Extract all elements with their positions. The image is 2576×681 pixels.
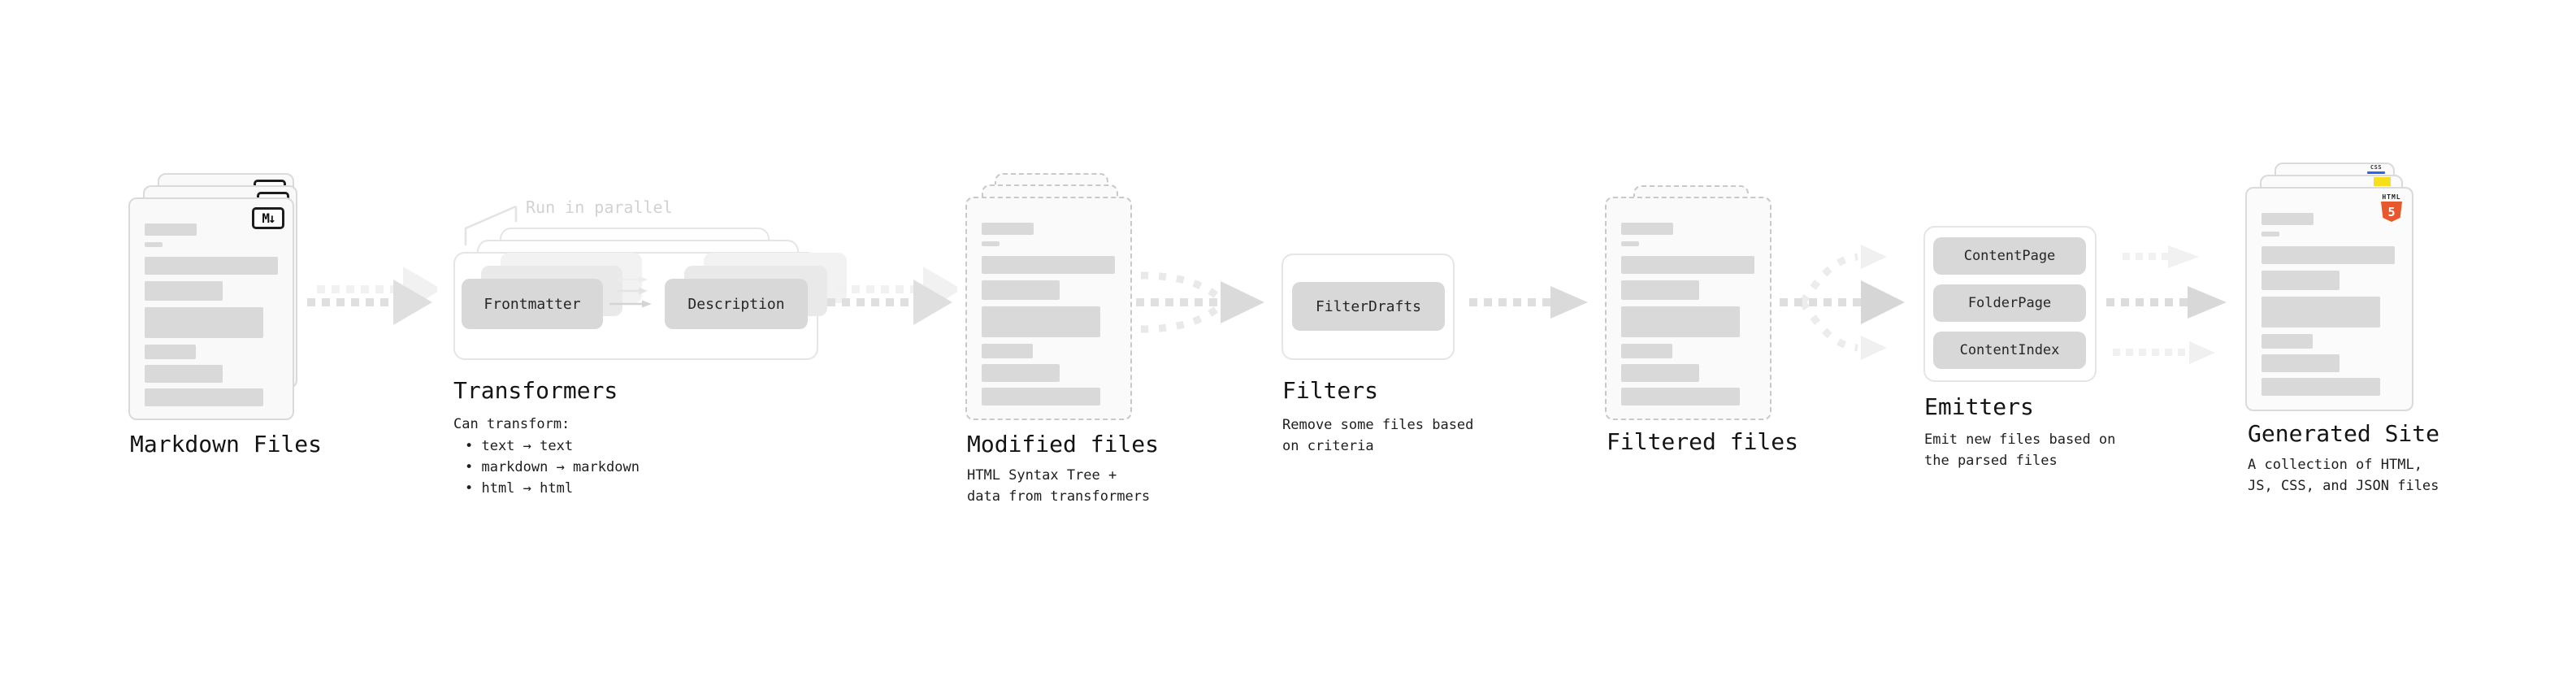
js-badge [2374, 177, 2391, 186]
description-transformer-pill: Description [665, 279, 808, 329]
transform-bullet: • markdown → markdown [465, 459, 640, 475]
css-badge-label: CSS [2370, 164, 2383, 171]
arrow-filters-to-filtered [1469, 286, 1588, 319]
text-line-placeholder [982, 364, 1060, 382]
generated-site-subtitle: A collection of HTML, JS, CSS, and JSON … [2248, 454, 2439, 497]
stage-title-transformers: Transformers [453, 377, 618, 404]
transformers-note-heading: Can transform: [453, 416, 570, 432]
arrow-markdown-to-transformers [307, 267, 437, 325]
markdown-icon: M↓ [252, 207, 284, 229]
subtitle-line: on criteria [1282, 438, 1374, 454]
html5-icon-shield: 5 [2381, 202, 2402, 222]
text-line-placeholder [145, 365, 223, 383]
text-line-placeholder [2262, 271, 2340, 290]
subtitle-line: JS, CSS, and JSON files [2248, 478, 2439, 494]
text-line-placeholder [2262, 213, 2314, 225]
text-line-placeholder [1621, 344, 1672, 358]
transform-bullet: • html → html [465, 480, 574, 497]
text-line-placeholder [1621, 364, 1699, 382]
text-line-placeholder [982, 306, 1100, 337]
text-line-placeholder [2262, 246, 2395, 264]
text-line-placeholder [982, 388, 1100, 406]
annotation-leader-line [464, 205, 518, 245]
stage-title-markdown-files: Markdown Files [130, 431, 323, 458]
text-line-placeholder [2262, 232, 2279, 236]
document-content-placeholder [145, 223, 278, 406]
markdown-document-page-front: M↓ [128, 197, 294, 420]
css-badge-underline [2367, 171, 2385, 174]
filters-subtitle: Remove some files based on criteria [1282, 414, 1473, 457]
arrow-modified-to-filters-merge [1136, 271, 1264, 333]
text-line-placeholder [145, 257, 278, 275]
text-line-placeholder [1621, 256, 1754, 274]
content-page-emitter-pill: ContentPage [1933, 237, 2086, 275]
css-badge: CSS [2367, 165, 2385, 174]
text-line-placeholder [982, 223, 1034, 235]
modified-files-subtitle: HTML Syntax Tree + data from transformer… [967, 465, 1150, 507]
arrow-emitter-bottom-to-site [2113, 341, 2215, 364]
stage-title-filters: Filters [1282, 377, 1379, 404]
text-line-placeholder [2262, 334, 2313, 349]
subtitle-line: Emit new files based on [1924, 432, 2116, 448]
subtitle-line: HTML Syntax Tree + [967, 467, 1117, 484]
subtitle-line: data from transformers [967, 488, 1151, 505]
html5-icon-word: HTML [2382, 193, 2401, 201]
text-line-placeholder [1621, 241, 1639, 246]
text-line-placeholder [1621, 306, 1740, 337]
document-content-placeholder [1621, 223, 1754, 406]
subtitle-line: Remove some files based [1282, 417, 1474, 433]
parallel-transform-arrows [609, 275, 652, 308]
text-line-placeholder [145, 388, 263, 406]
stage-title-generated-site: Generated Site [2248, 420, 2440, 447]
subtitle-line: A collection of HTML, [2248, 457, 2422, 473]
frontmatter-transformer-pill: Frontmatter [462, 279, 603, 329]
arrow-emitter-middle-to-site [2106, 286, 2227, 319]
subtitle-line: the parsed files [1924, 453, 2058, 469]
text-line-placeholder [2262, 378, 2380, 396]
stage-title-filtered-files: Filtered files [1607, 428, 1799, 455]
arrow-transformers-to-modified [827, 267, 957, 325]
text-line-placeholder [145, 307, 263, 338]
text-line-placeholder [982, 241, 1000, 246]
stage-title-modified-files: Modified files [967, 431, 1160, 458]
text-line-placeholder [145, 345, 196, 359]
emitters-subtitle: Emit new files based on the parsed files [1924, 429, 2115, 471]
arrow-filtered-to-emitters-split [1780, 245, 1905, 360]
text-line-placeholder [982, 256, 1115, 274]
arrow-emitter-top-to-site [2123, 245, 2199, 268]
document-content-placeholder [982, 223, 1115, 406]
site-document-page-html: HTML 5 [2245, 187, 2413, 411]
transform-bullet: • text → text [465, 438, 574, 454]
run-in-parallel-annotation: Run in parallel [526, 197, 673, 217]
text-line-placeholder [982, 280, 1060, 300]
html5-icon: HTML 5 [2379, 193, 2404, 222]
modified-document-page-front [965, 197, 1132, 420]
text-line-placeholder [145, 242, 163, 247]
text-line-placeholder [145, 281, 223, 301]
text-line-placeholder [982, 344, 1033, 358]
text-line-placeholder [1621, 388, 1740, 406]
document-content-placeholder [2262, 213, 2395, 396]
text-line-placeholder [1621, 223, 1673, 235]
filter-drafts-pill: FilterDrafts [1292, 282, 1445, 331]
text-line-placeholder [2262, 297, 2380, 327]
content-index-emitter-pill: ContentIndex [1933, 332, 2086, 369]
stage-title-emitters: Emitters [1924, 393, 2034, 420]
folder-page-emitter-pill: FolderPage [1933, 284, 2086, 322]
text-line-placeholder [1621, 280, 1699, 300]
transformers-capabilities-list: • text → text • markdown → markdown • ht… [465, 436, 640, 499]
filtered-document-page-front [1605, 197, 1772, 420]
text-line-placeholder [145, 223, 197, 236]
text-line-placeholder [2262, 354, 2340, 372]
